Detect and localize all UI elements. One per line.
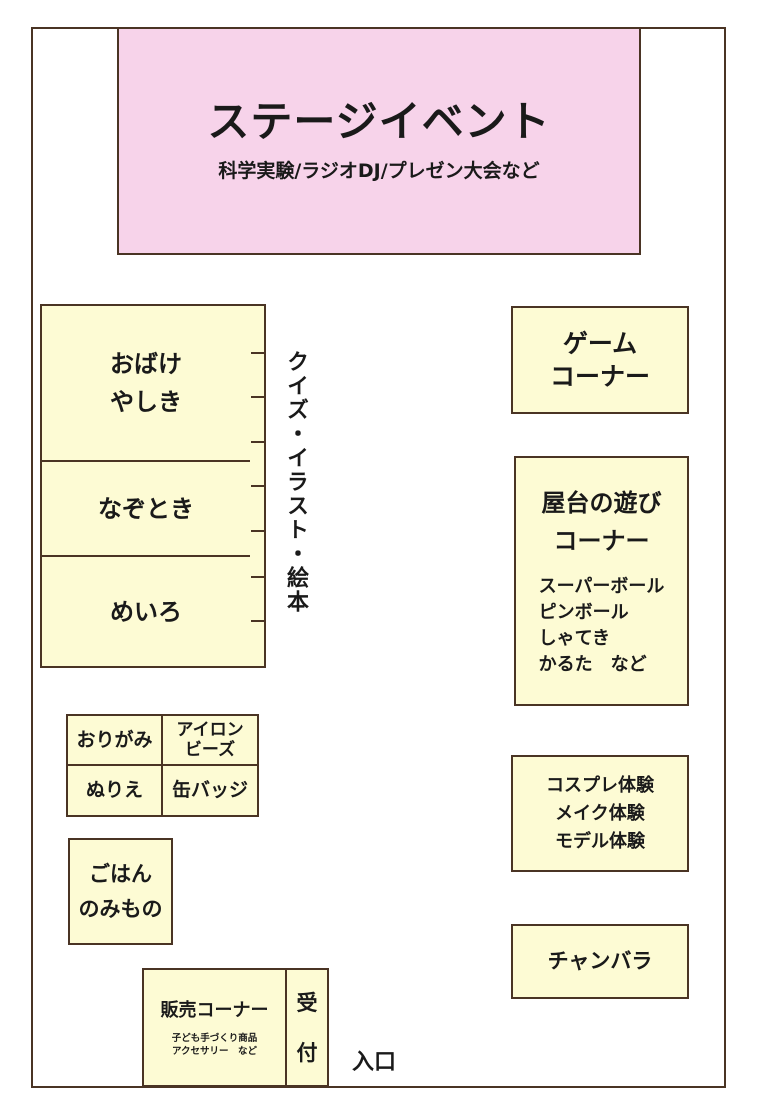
experience-cosplay: コスプレ体験 xyxy=(546,774,654,796)
shop-item-2: アクセサリー など xyxy=(171,1045,257,1057)
can-badge-booth: 缶バッジ xyxy=(161,764,259,817)
strip-divider xyxy=(251,352,265,354)
stall-games-title-1: 屋台の遊び xyxy=(541,489,662,517)
origami-booth: おりがみ xyxy=(66,714,163,766)
shop-corner-booth: 販売コーナー 子ども手づくり商品 アクセサリー など xyxy=(142,968,287,1087)
strip-divider xyxy=(251,530,265,532)
stall-games-item: かるた など xyxy=(538,654,647,675)
shop-item-1: 子ども手づくり商品 xyxy=(171,1033,258,1045)
stall-games-item: スーパーボール xyxy=(538,576,665,597)
strip-divider xyxy=(251,485,265,487)
stall-games-item: しゃてき xyxy=(538,628,611,649)
chanbara-label: チャンバラ xyxy=(547,949,653,973)
game-corner-line-1: ゲーム xyxy=(562,329,638,358)
food-drink-booth: ごはん のみもの xyxy=(68,838,173,945)
experience-model: モデル体験 xyxy=(555,830,645,852)
chanbara-booth: チャンバラ xyxy=(511,924,689,999)
origami-label: おりがみ xyxy=(76,728,153,751)
stage-event-area: ステージイベント 科学実験/ラジオDJ/プレゼン大会など xyxy=(117,27,641,255)
food-line-1: ごはん xyxy=(89,861,152,886)
obake-line-2: やしき xyxy=(110,388,182,416)
stall-games-title-2: コーナー xyxy=(553,527,650,555)
reception-line-2: 付 xyxy=(296,1040,318,1065)
experience-makeup: メイク体験 xyxy=(555,802,645,824)
quiz-illust-ehon-label: クイズ・イラスト・絵本 xyxy=(278,350,312,630)
strip-divider xyxy=(251,441,265,443)
nurie-booth: ぬりえ xyxy=(66,764,163,817)
meiro-label: めいろ xyxy=(110,597,182,626)
iron-beads-booth: アイロン ビーズ xyxy=(161,714,259,766)
strip-divider xyxy=(251,620,265,622)
experience-booth: コスプレ体験 メイク体験 モデル体験 xyxy=(511,755,689,872)
meiro-booth: めいろ xyxy=(40,555,252,668)
obake-line-1: おばけ xyxy=(110,350,182,378)
entrance-label: 入口 xyxy=(352,1050,397,1075)
reception-line-1: 受 xyxy=(296,990,318,1015)
nazotoki-label: なぞとき xyxy=(98,494,194,523)
reception-booth: 受 付 xyxy=(285,968,329,1087)
obake-yashiki-booth: おばけ やしき xyxy=(40,304,252,462)
strip-divider xyxy=(251,396,265,398)
strip-divider xyxy=(251,576,265,578)
can-badge-label: 缶バッジ xyxy=(171,779,248,801)
nurie-label: ぬりえ xyxy=(85,779,143,801)
stage-subtitle: 科学実験/ラジオDJ/プレゼン大会など xyxy=(218,159,540,182)
iron-beads-line-1: アイロン xyxy=(176,720,244,740)
quiz-illust-ehon-text: クイズ・イラスト・絵本 xyxy=(283,350,308,614)
iron-beads-line-2: ビーズ xyxy=(184,740,236,760)
food-line-2: のみもの xyxy=(78,896,163,921)
game-corner-line-2: コーナー xyxy=(549,362,650,391)
shop-title: 販売コーナー xyxy=(160,1000,269,1022)
stall-games-item: ピンボール xyxy=(538,602,629,623)
nazotoki-booth: なぞとき xyxy=(40,460,252,557)
game-corner-booth: ゲーム コーナー xyxy=(511,306,689,414)
stage-title: ステージイベント xyxy=(207,97,551,147)
stall-games-booth: 屋台の遊び コーナー スーパーボール ピンボール しゃてき かるた など xyxy=(514,456,689,706)
